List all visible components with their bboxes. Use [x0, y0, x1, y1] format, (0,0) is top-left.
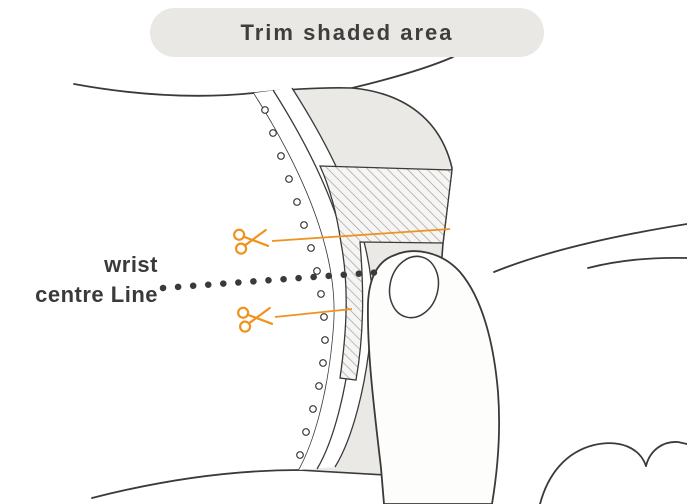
- centre-dotted-line: [159, 268, 386, 292]
- thumbnail: [388, 255, 440, 319]
- centre-line-label-line2: centre Line: [35, 282, 158, 307]
- title-pill-label: Trim shaded area: [240, 19, 454, 45]
- centre-line-label: wrist centre Line: [0, 250, 158, 310]
- cut-line-top: [271, 228, 451, 242]
- centre-line-label-line1: wrist: [104, 252, 158, 277]
- band-holes: [261, 106, 329, 459]
- scissors-icon-top: [233, 228, 270, 255]
- title-pill: Trim shaded area: [150, 8, 544, 57]
- arm-outline: [73, 56, 687, 499]
- scissors-icon-bottom: [237, 306, 274, 333]
- hand-knuckles-outline: [539, 441, 687, 504]
- hatched-trim-area: [318, 165, 453, 381]
- cut-line-bottom: [274, 308, 353, 318]
